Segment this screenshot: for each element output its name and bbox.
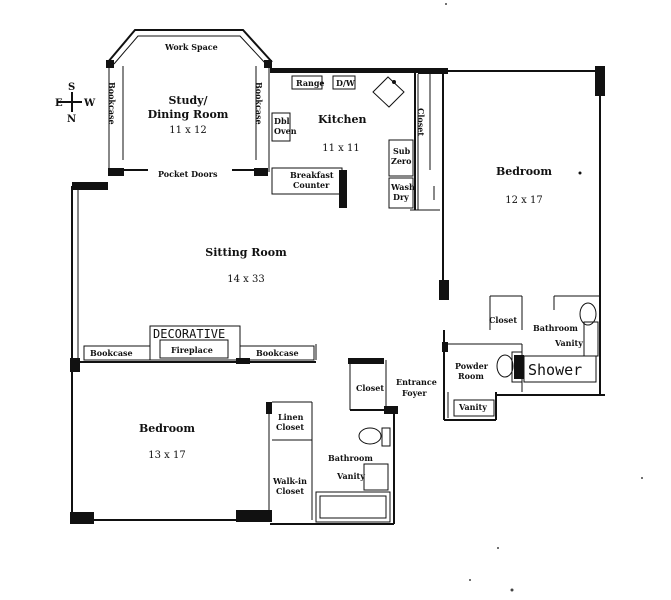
double-oven — [271, 112, 291, 142]
oven-label: Oven — [274, 126, 297, 136]
wall-segment — [254, 168, 268, 176]
bathroom-left-label: Bathroom — [328, 453, 373, 463]
vanity-sink-right — [583, 321, 599, 357]
dishwasher — [332, 75, 356, 90]
sitting-room-label: Sitting Room — [205, 246, 287, 259]
bay-window-inner — [113, 35, 267, 65]
bookcase-left — [83, 345, 151, 361]
wall-segment — [106, 60, 114, 68]
vanity-sink-left — [363, 463, 389, 491]
washer-dryer — [388, 177, 414, 209]
dry-label: Dry — [393, 192, 409, 202]
room-labels: Work Space Study/ Dining Room 11 x 12 Bo… — [90, 42, 583, 496]
study-dimensions: 11 x 12 — [169, 125, 206, 136]
breakfast-label: Breakfast — [290, 170, 334, 180]
kitchen-dimensions: 11 x 11 — [322, 143, 359, 154]
compass-w-label: W — [83, 98, 96, 109]
bookcase-study-right: Bookcase — [254, 82, 264, 125]
counter-end-wall — [339, 170, 347, 208]
compass-n-label: N — [67, 114, 76, 125]
decorative-handwritten: DECORATIVE — [153, 327, 225, 341]
vanity-right-label: Vanity — [554, 338, 583, 348]
pocket-doors-label: Pocket Doors — [158, 169, 218, 179]
bedroom-right-label: Bedroom — [496, 165, 552, 178]
closet-kitchen-label: Closet — [416, 108, 426, 136]
walls — [70, 29, 605, 525]
room-label: Room — [458, 371, 484, 381]
bookcase-right — [239, 345, 315, 361]
vanity-powder-label: Vanity — [458, 402, 487, 412]
scan-specks — [445, 3, 643, 592]
powder-vanity — [453, 399, 495, 417]
wall-segment — [384, 406, 398, 414]
work-space-label: Work Space — [164, 42, 218, 52]
sub-label: Sub — [393, 146, 411, 156]
wall-segment — [439, 280, 449, 300]
bookcase-right-label: Bookcase — [256, 348, 299, 358]
dot-mark — [578, 171, 582, 175]
linen-closet-label: Closet — [276, 422, 304, 432]
bedroom-left-dimensions: 13 x 17 — [148, 450, 185, 461]
walkin-closet-label: Closet — [276, 486, 304, 496]
powder-sink — [511, 351, 523, 383]
walkin-label: Walk-in — [272, 476, 307, 486]
study-title-line1: Study/ — [168, 94, 208, 107]
toilet-powder — [496, 354, 514, 378]
sitting-room-dimensions: 14 x 33 — [227, 274, 264, 285]
powder-label: Powder — [455, 361, 489, 371]
wall-segment — [70, 358, 80, 372]
bay-window-wall — [107, 29, 273, 63]
shower-stall — [523, 355, 597, 383]
bedroom-right-dimensions: 12 x 17 — [505, 195, 542, 206]
wall-segment — [236, 510, 272, 522]
wall-segment — [595, 66, 605, 96]
bookcase-left-label: Bookcase — [90, 348, 133, 358]
range-label: Range — [296, 78, 325, 88]
bookcase-study-left: Bookcase — [107, 82, 117, 125]
sub-zero-fridge — [388, 139, 414, 177]
fireplace-label: Fireplace — [171, 345, 213, 355]
wall-segment — [348, 358, 384, 364]
toilet-left — [358, 427, 382, 445]
wall-segment — [270, 68, 420, 73]
study-title-line2: Dining Room — [148, 108, 229, 121]
closet-foyer-label: Closet — [356, 383, 384, 393]
range — [291, 75, 323, 90]
bathtub — [315, 491, 391, 523]
dbl-label: Dbl — [274, 116, 290, 126]
wall-segment — [70, 512, 94, 524]
shower-handwritten: Shower — [528, 361, 582, 379]
dw-label: D/W — [336, 78, 356, 88]
wall-segment — [418, 68, 448, 74]
wash-label: Wash — [390, 182, 415, 192]
counter-label: Counter — [293, 180, 330, 190]
sink-drain-icon — [392, 80, 396, 84]
toilet-right — [579, 302, 597, 326]
zero-label: Zero — [391, 156, 412, 166]
fireplace — [149, 325, 241, 361]
wall-segment — [236, 358, 250, 364]
foyer-label: Foyer — [402, 388, 427, 398]
fixtures — [83, 75, 599, 523]
entrance-label: Entrance — [396, 377, 437, 387]
closet-right-label: Closet — [489, 315, 517, 325]
wall-segment — [264, 60, 272, 68]
compass-s-label: S — [68, 82, 75, 93]
wall-segment — [442, 342, 448, 352]
wall-segment — [514, 355, 524, 379]
compass-e-label: E — [55, 98, 63, 109]
wall-segment — [108, 168, 124, 176]
vanity-left-label: Vanity — [336, 471, 365, 481]
linen-label: Linen — [278, 412, 304, 422]
kitchen-label: Kitchen — [318, 113, 367, 126]
toilet-tank-left — [381, 427, 391, 447]
bedroom-left-label: Bedroom — [139, 422, 195, 435]
kitchen-sink — [372, 76, 405, 108]
bathroom-right-label: Bathroom — [533, 323, 578, 333]
bathtub-inner — [319, 495, 387, 519]
fireplace-hearth — [159, 339, 229, 359]
compass: S E W N — [55, 82, 96, 125]
wall-segment — [72, 182, 108, 190]
